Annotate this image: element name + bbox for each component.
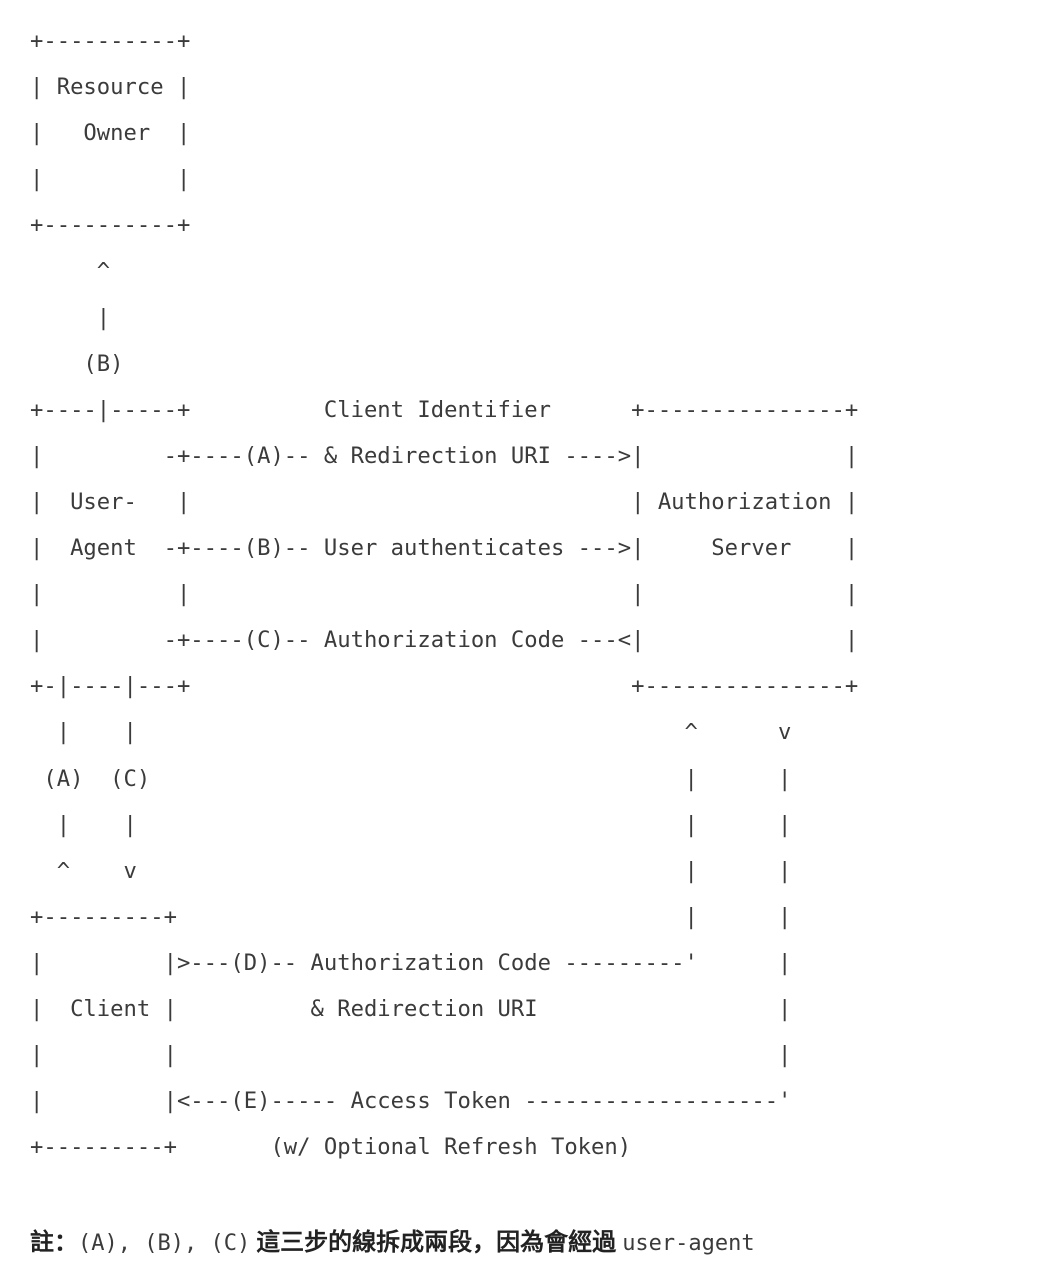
- oauth-flow-ascii-diagram: +----------+ | Resource | | Owner | | | +---…: [30, 18, 858, 1170]
- diagram-line: | Resource |: [30, 74, 191, 101]
- diagram-line: | -+----(C)-- Authorization Code ---<| |: [30, 627, 859, 654]
- diagram-line: +----------+: [30, 28, 191, 54]
- diagram-line: (B): [30, 350, 124, 377]
- diagram-line: +-|----|---+ +---------------+: [30, 673, 859, 700]
- diagram-line: +----------+: [30, 212, 191, 239]
- diagram-line: |: [30, 304, 111, 331]
- diagram-line: | Agent -+----(B)-- User authenticates -…: [30, 535, 859, 562]
- diagram-line: +---------+ (w/ Optional Refresh Token): [30, 1134, 632, 1161]
- diagram-line: | -+----(A)-- & Redirection URI ---->| |: [30, 442, 859, 469]
- note-text: 這三步的線拆成兩段，因為會經過: [256, 1228, 617, 1256]
- note-term: user-agent: [622, 1231, 755, 1256]
- diagram-line: (A) (C) | |: [30, 765, 792, 792]
- diagram-line: +----|-----+ Client Identifier +--------…: [30, 396, 859, 423]
- diagram-line: ^ v | |: [30, 857, 792, 884]
- diagram-line: | | | |: [30, 581, 859, 608]
- diagram-line: | Owner |: [30, 120, 191, 147]
- diagram-line: | |: [30, 166, 191, 193]
- diagram-line: ^: [30, 258, 111, 285]
- diagram-line: | | |: [30, 1042, 792, 1069]
- note-steps: (A), (B), (C): [78, 1231, 251, 1256]
- diagram-line: | | ^ v: [30, 719, 792, 746]
- note-label: 註：: [30, 1228, 78, 1256]
- diagram-line: | Client | & Redirection URI |: [30, 995, 792, 1022]
- diagram-line: | |<---(E)----- Access Token -----------…: [30, 1088, 792, 1115]
- diagram-line: | User- | | Authorization |: [30, 488, 859, 515]
- diagram-line: | | | |: [30, 811, 792, 838]
- diagram-line: +---------+ | |: [30, 903, 792, 930]
- diagram-line: | |>---(D)-- Authorization Code --------…: [30, 949, 792, 976]
